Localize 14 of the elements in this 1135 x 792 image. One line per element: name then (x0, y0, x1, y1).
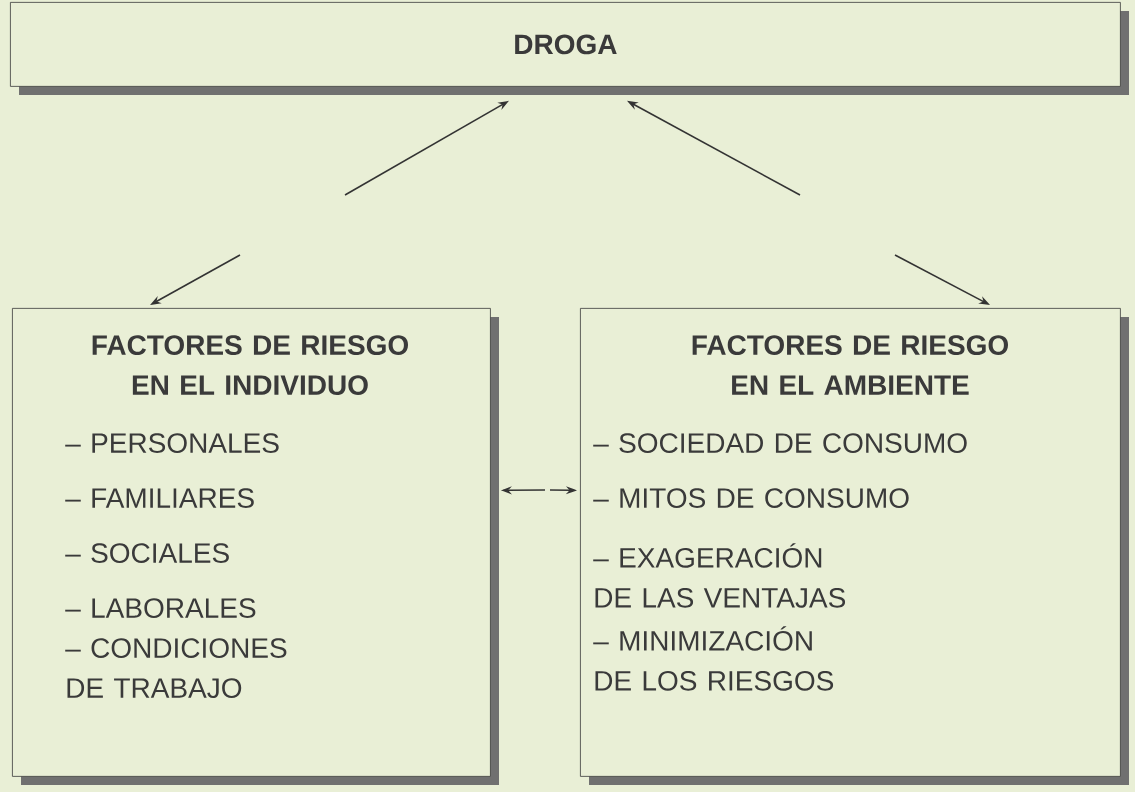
list-item: – SOCIALES (65, 543, 229, 563)
list-item: – EXAGERACIÓN DE LAS VENTAJAS (593, 543, 846, 608)
list-item: – LABORALES (65, 598, 256, 618)
list-item: – CONDICIONES DE TRABAJO (65, 638, 287, 698)
list-item: – MITOS DE CONSUMO (593, 488, 909, 508)
list-item: – SOCIEDAD DE CONSUMO (593, 433, 967, 453)
list-item: – MINIMIZACIÓN DE LOS RIESGOS (593, 626, 834, 691)
list-item: – PERSONALES (65, 433, 279, 453)
list-item: – FAMILIARES (65, 488, 254, 508)
title-box: DROGA (10, 2, 1129, 95)
factor-box (580, 308, 1129, 785)
factor-box (12, 308, 499, 785)
box-heading: FACTORES DE RIESGO EN EL INDIVIDUO (92, 335, 408, 395)
box-heading: FACTORES DE RIESGO EN EL AMBIENTE (692, 335, 1008, 395)
